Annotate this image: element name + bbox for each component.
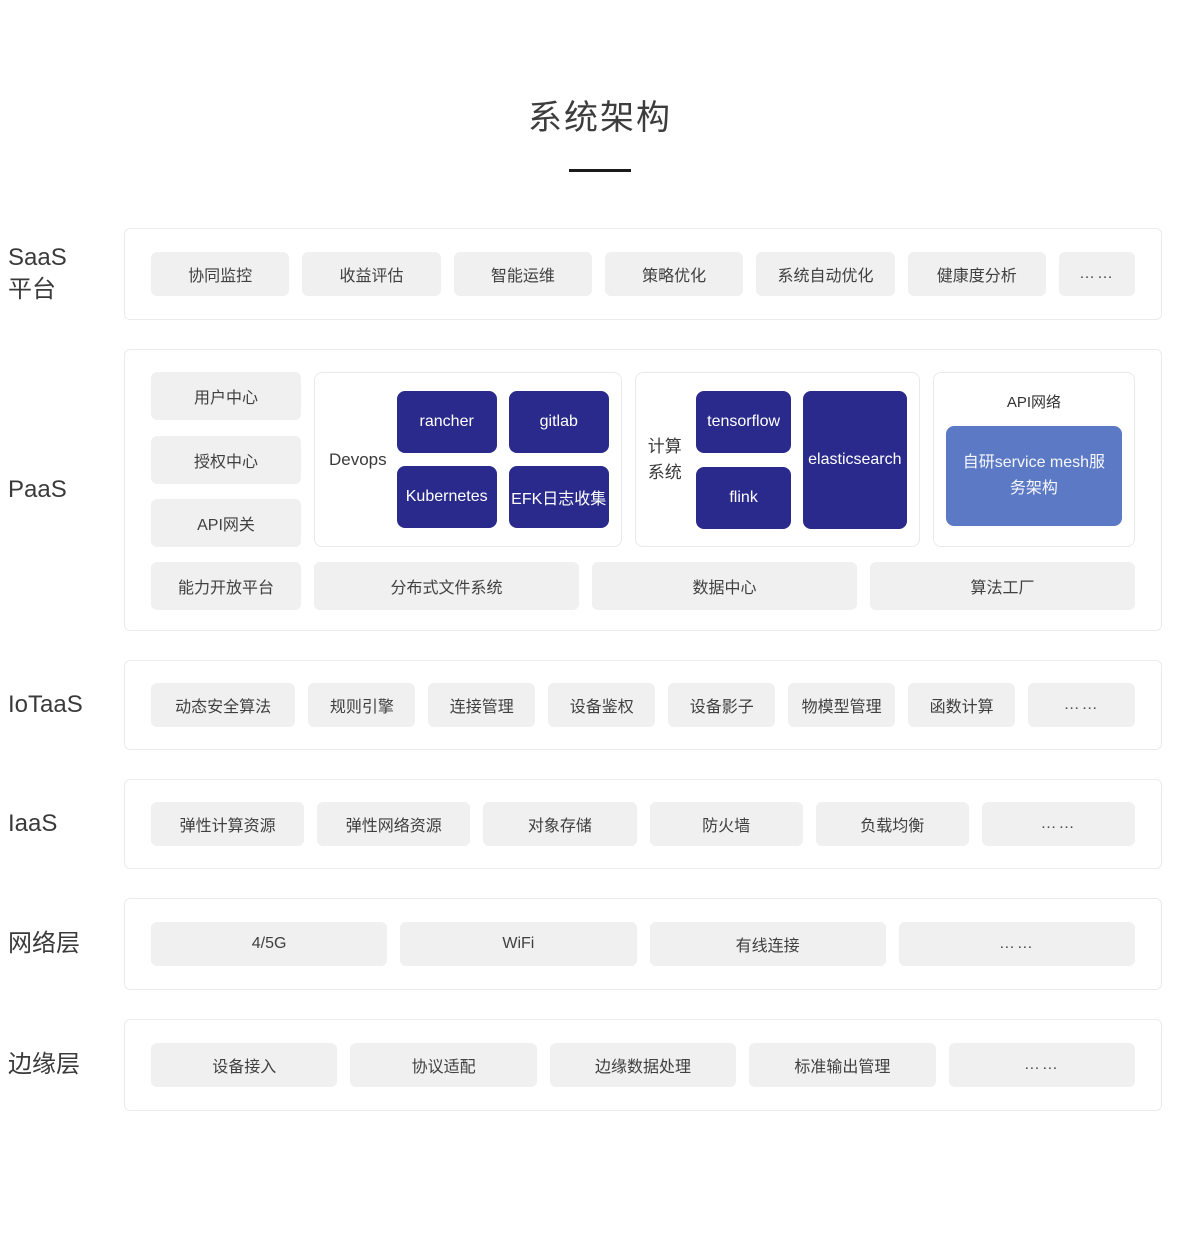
layer-panel-saas: 协同监控 收益评估 智能运维 策略优化 系统自动优化 健康度分析 …… — [124, 228, 1162, 320]
layer-panel-edge: 设备接入 协议适配 边缘数据处理 标准输出管理 …… — [124, 1019, 1162, 1111]
layer-label-line: SaaS — [8, 243, 67, 271]
chip-saas-2: 智能运维 — [453, 252, 592, 296]
layer-label-iaas: IaaS — [0, 779, 124, 869]
layer-row-network: 网络层 4/5G WiFi 有线连接 …… — [0, 898, 1200, 990]
chip-iotaas-5: 物模型管理 — [788, 683, 896, 727]
group-compute-system: 计算系统 tensorflow flink elasticsearch — [634, 372, 920, 547]
layer-label-line: IaaS — [8, 809, 58, 837]
layer-label-line: 平台 — [8, 276, 56, 303]
architecture-diagram: SaaS 平台 协同监控 收益评估 智能运维 策略优化 系统自动优化 健康度分析… — [0, 228, 1200, 1111]
chip-saas-1: 收益评估 — [302, 252, 441, 296]
layer-label-line: PaaS — [8, 475, 67, 503]
chip-network-2: 有线连接 — [649, 922, 886, 966]
layer-row-paas: PaaS 用户中心 授权中心 API网关 Devops rancher gitl… — [0, 349, 1200, 631]
box-rancher: rancher — [396, 391, 497, 453]
chip-iaas-3: 防火墙 — [649, 802, 803, 846]
chip-paas-api-gateway: API网关 — [151, 499, 301, 547]
chip-saas-3: 策略优化 — [604, 252, 744, 296]
layer-label-line: IoTaaS — [8, 690, 83, 718]
chip-edge-3: 标准输出管理 — [749, 1043, 936, 1087]
chip-saas-ellipsis: …… — [1058, 252, 1136, 296]
chip-saas-0: 协同监控 — [151, 252, 290, 296]
chip-paas-user-center: 用户中心 — [151, 372, 301, 420]
chip-iotaas-4: 设备影子 — [668, 683, 776, 727]
layer-label-saas: SaaS 平台 — [0, 228, 124, 320]
box-elasticsearch: elasticsearch — [802, 390, 907, 529]
chip-iotaas-1: 规则引擎 — [308, 683, 416, 727]
chip-iaas-ellipsis: …… — [981, 802, 1136, 846]
title-divider — [569, 169, 631, 172]
chip-paas-algorithm-factory: 算法工厂 — [870, 562, 1135, 610]
chip-network-ellipsis: …… — [898, 922, 1135, 966]
chip-paas-open-platform: 能力开放平台 — [151, 562, 301, 610]
chip-network-1: WiFi — [400, 922, 637, 966]
group-api-network: API网络 自研service mesh服务架构 — [932, 372, 1135, 547]
devops-grid: rancher gitlab Kubernetes EFK日志收集 — [396, 391, 609, 528]
box-tensorflow: tensorflow — [696, 390, 791, 453]
box-efk-logs: EFK日志收集 — [508, 466, 609, 528]
chip-iotaas-6: 函数计算 — [908, 683, 1016, 727]
group-api-network-label: API网络 — [1006, 394, 1062, 411]
chip-iaas-4: 负载均衡 — [815, 802, 969, 846]
chip-paas-distributed-fs: 分布式文件系统 — [314, 562, 579, 610]
chip-iotaas-ellipsis: …… — [1028, 683, 1136, 727]
chip-paas-data-center: 数据中心 — [592, 562, 857, 610]
layer-label-paas: PaaS — [0, 349, 124, 631]
chip-iaas-0: 弹性计算资源 — [151, 802, 305, 846]
paas-bottom-section: 能力开放平台 分布式文件系统 数据中心 算法工厂 — [151, 562, 1135, 610]
layer-label-edge: 边缘层 — [0, 1019, 124, 1111]
page-title: 系统架构 — [528, 99, 672, 137]
layer-panel-paas: 用户中心 授权中心 API网关 Devops rancher gitlab Ku… — [124, 349, 1162, 631]
chip-iotaas-0: 动态安全算法 — [151, 683, 296, 727]
box-flink: flink — [696, 466, 791, 529]
layer-row-iotaas: IoTaaS 动态安全算法 规则引擎 连接管理 设备鉴权 设备影子 物模型管理 … — [0, 660, 1200, 750]
box-service-mesh: 自研service mesh服务架构 — [945, 426, 1122, 526]
chip-edge-2: 边缘数据处理 — [549, 1043, 737, 1087]
layer-panel-network: 4/5G WiFi 有线连接 …… — [124, 898, 1162, 990]
chip-saas-4: 系统自动优化 — [756, 252, 895, 296]
layer-label-iotaas: IoTaaS — [0, 660, 124, 750]
layer-panel-iotaas: 动态安全算法 规则引擎 连接管理 设备鉴权 设备影子 物模型管理 函数计算 …… — [124, 660, 1162, 750]
chip-edge-ellipsis: …… — [948, 1043, 1136, 1087]
chip-iaas-2: 对象存储 — [483, 802, 637, 846]
layer-panel-iaas: 弹性计算资源 弹性网络资源 对象存储 防火墙 负载均衡 …… — [124, 779, 1162, 869]
chip-paas-auth-center: 授权中心 — [151, 435, 301, 484]
layer-row-saas: SaaS 平台 协同监控 收益评估 智能运维 策略优化 系统自动优化 健康度分析… — [0, 228, 1200, 320]
layer-label-line: 网络层 — [8, 929, 80, 957]
chip-iaas-1: 弹性网络资源 — [317, 802, 471, 846]
paas-left-column: 用户中心 授权中心 API网关 — [151, 372, 301, 547]
group-compute-label: 计算系统 — [647, 437, 682, 482]
layer-label-network: 网络层 — [0, 898, 124, 990]
chip-edge-1: 协议适配 — [350, 1043, 537, 1087]
chip-edge-0: 设备接入 — [151, 1043, 338, 1087]
chip-iotaas-3: 设备鉴权 — [548, 683, 656, 727]
group-devops-label: Devops — [329, 449, 387, 469]
group-devops: Devops rancher gitlab Kubernetes EFK日志收集 — [314, 372, 622, 547]
layer-row-iaas: IaaS 弹性计算资源 弹性网络资源 对象存储 防火墙 负载均衡 …… — [0, 779, 1200, 869]
box-gitlab: gitlab — [508, 391, 609, 453]
box-kubernetes: Kubernetes — [396, 466, 497, 528]
layer-label-line: 边缘层 — [8, 1050, 80, 1078]
compute-column: tensorflow flink — [696, 390, 791, 529]
layer-row-edge: 边缘层 设备接入 协议适配 边缘数据处理 标准输出管理 …… — [0, 1019, 1200, 1111]
chip-network-0: 4/5G — [151, 922, 388, 966]
paas-top-section: 用户中心 授权中心 API网关 Devops rancher gitlab Ku… — [151, 372, 1135, 547]
chip-iotaas-2: 连接管理 — [428, 683, 536, 727]
chip-saas-5: 健康度分析 — [907, 252, 1046, 296]
